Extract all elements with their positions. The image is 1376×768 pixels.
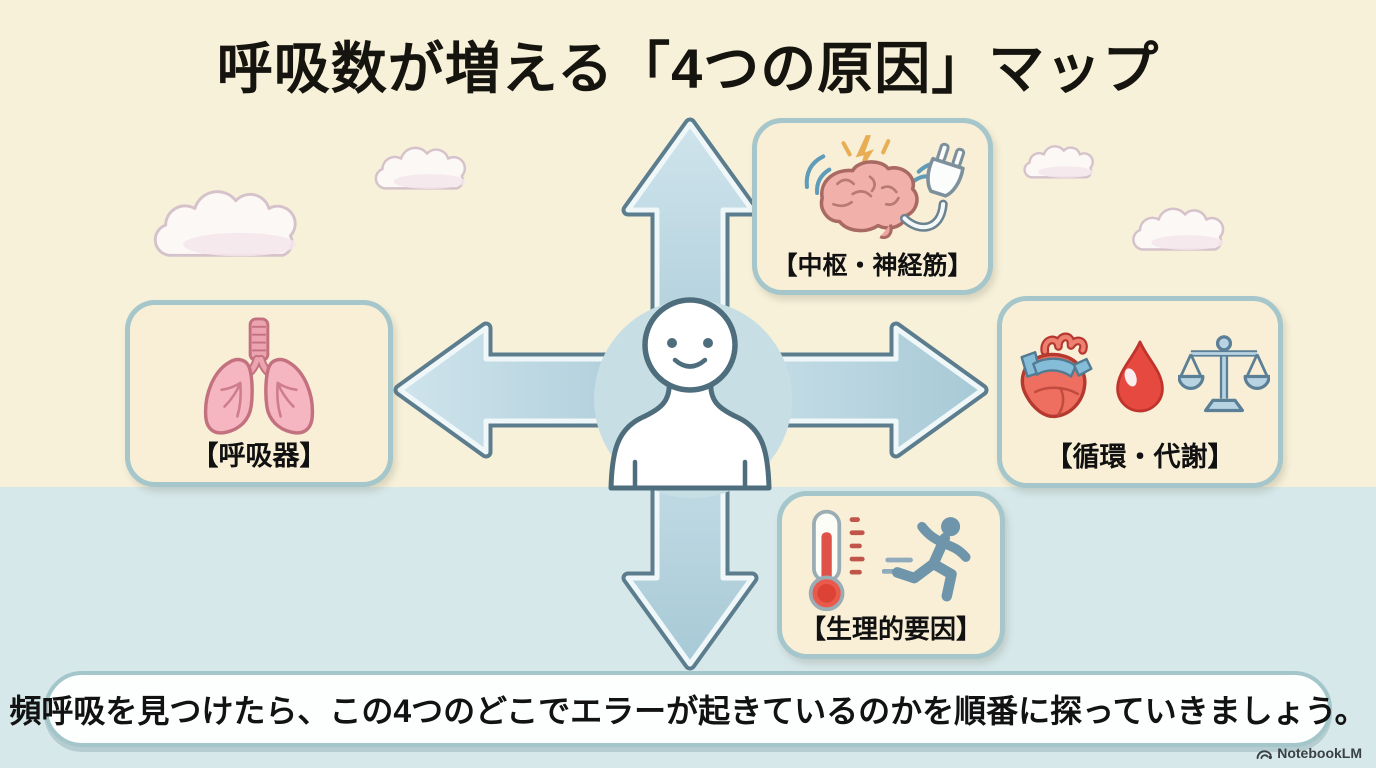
brain-icon [819, 159, 919, 239]
cloud-icon [153, 190, 297, 257]
running-person-icon [882, 516, 971, 602]
watermark-text: NotebookLM [1277, 745, 1362, 761]
footer-banner-text: 頻呼吸を見つけたら、この4つのどこでエラーが起きているのかを順番に探っていきまし… [9, 693, 1367, 729]
person-figure-icon [608, 297, 772, 491]
heart-icon [1020, 332, 1093, 419]
node-central-neuromuscular[interactable]: 【中枢・神経筋】 [752, 118, 993, 295]
node-top-label: 【中枢・神経筋】 [772, 251, 973, 280]
watermark: NotebookLM [1256, 745, 1362, 761]
page-title: 呼吸数が増える「4つの原因」マップ [216, 37, 1160, 100]
brain-plug-icon [804, 134, 965, 239]
center-arrows-figure [393, 117, 989, 671]
lightning-icon [840, 134, 890, 176]
footer-banner: 頻呼吸を見つけたら、この4つのどこでエラーが起きているのかを順番に探っていきまし… [9, 671, 1367, 747]
node-right-label: 【循環・代謝】 [1045, 442, 1235, 473]
node-respiratory[interactable]: 【呼吸器】 [125, 300, 393, 487]
lungs-icon [203, 317, 315, 435]
balance-scale-icon [1178, 335, 1270, 413]
node-right-icons [1008, 309, 1272, 443]
node-left-icons [136, 313, 382, 442]
thermometer-icon [808, 509, 865, 611]
notebooklm-logo-icon [1256, 749, 1273, 759]
node-left-label: 【呼吸器】 [191, 441, 327, 472]
cloud-icon [1132, 207, 1225, 251]
node-bottom-label: 【生理的要因】 [799, 614, 982, 645]
node-physiological[interactable]: 【生理的要因】 [777, 491, 1005, 659]
node-top-icons [763, 131, 982, 253]
cloud-icon [1023, 145, 1094, 179]
node-bottom-icons [788, 504, 994, 615]
node-circulation-metabolism[interactable]: 【循環・代謝】 [997, 296, 1283, 488]
power-plug-icon [899, 142, 965, 232]
cloud-icon [374, 146, 467, 190]
blood-drop-icon [1116, 340, 1164, 413]
